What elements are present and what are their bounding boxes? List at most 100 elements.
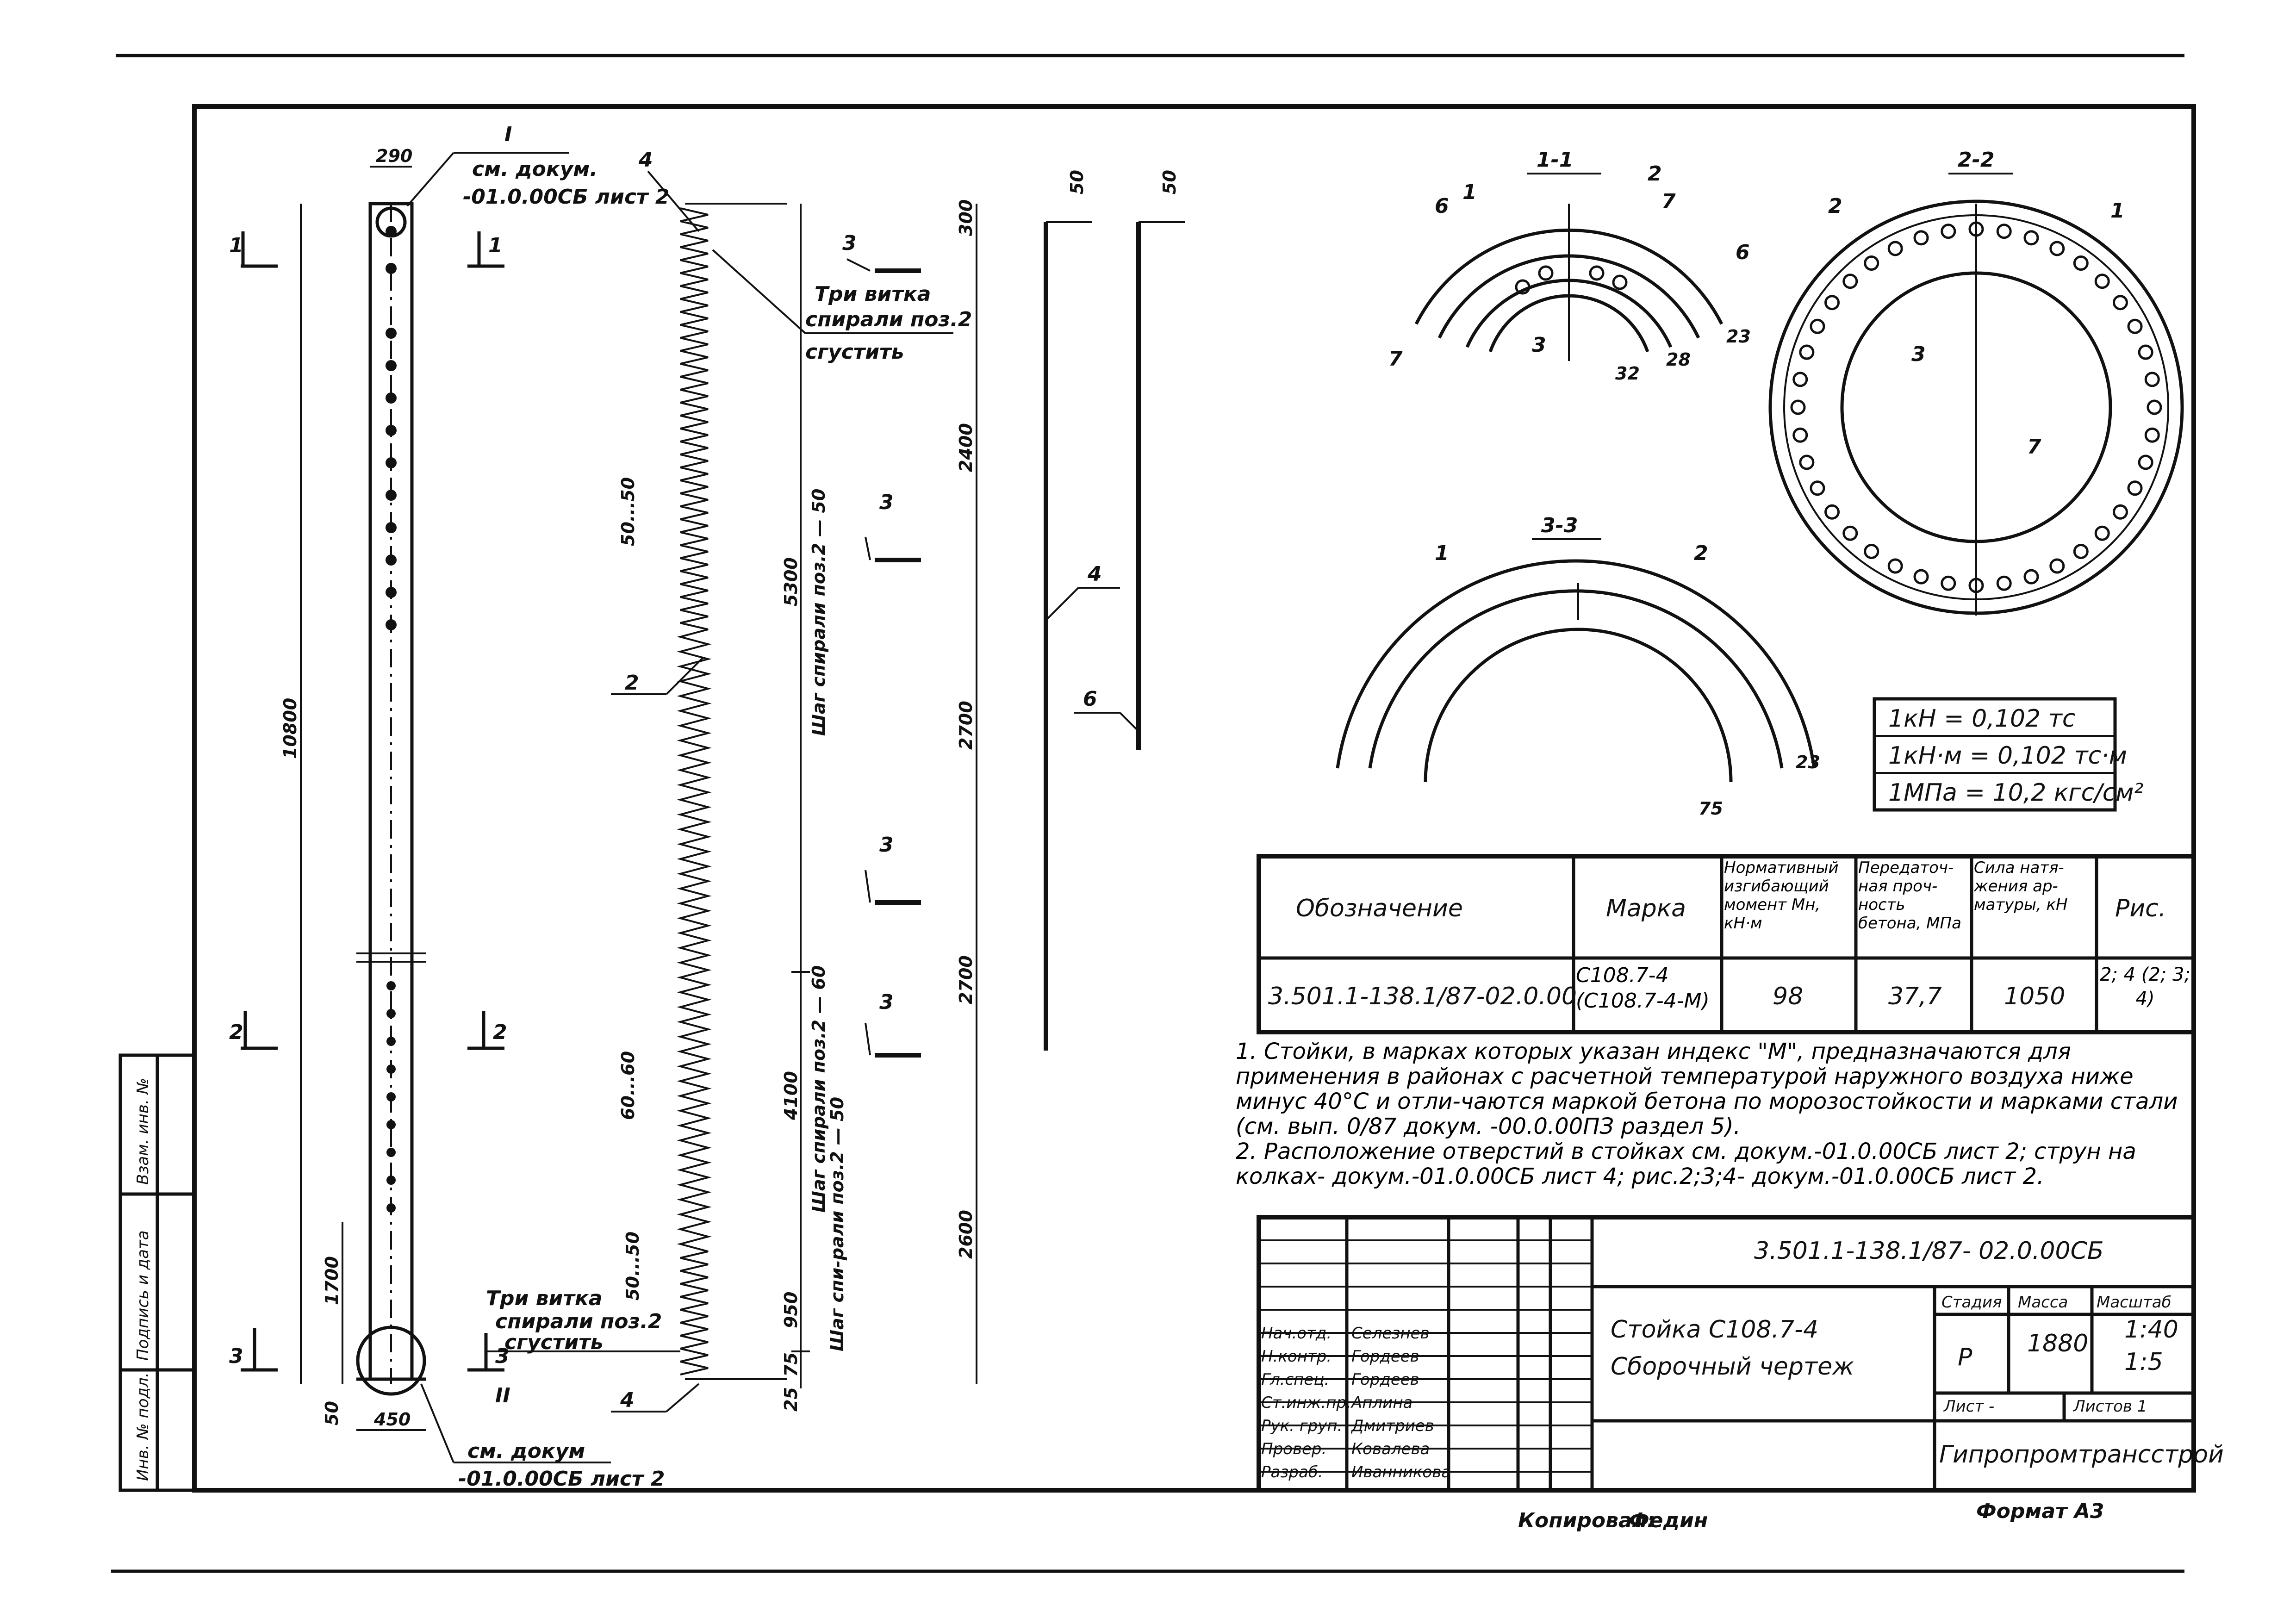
pos-2: 2 (625, 671, 639, 695)
title-block: 3.501.1-138.1/87- 02.0.00СБ Стойка С108.… (1257, 1215, 2224, 1493)
callout-bottom-line1: см. докум (467, 1439, 585, 1463)
callout-top-line2: -01.0.00СБ лист 2 (463, 185, 670, 209)
strand-dot (2112, 295, 2128, 311)
pitch-label-50b: 50...50 (622, 1232, 643, 1300)
tb-mass-hdr: Масса (2018, 1293, 2068, 1312)
strand-dot (2112, 504, 2128, 520)
note-bot-1: Три витка (486, 1287, 602, 1310)
tb-role-2: Гл.спец. (1261, 1370, 1329, 1389)
sec-mark-3-left: 3 (229, 1344, 243, 1368)
units-box: 1кН = 0,102 тс 1кН·м = 0,102 тс·м 1МПа =… (1873, 697, 2144, 812)
unit-mpa: 1МПа = 10,2 кгс/см² (1888, 779, 2144, 807)
dim-total-length: 10800 (280, 698, 300, 759)
th-tension: Сила натя-жения ар-матуры, кН (1974, 859, 2068, 914)
s11-dim-23: 23 (1726, 326, 1751, 347)
callout-top-line1: см. докум. (472, 157, 597, 181)
tb-role-5: Провер. (1261, 1440, 1326, 1458)
strand-dot (1968, 578, 1984, 593)
dim-4100: 4100 (781, 1071, 801, 1120)
strand-dot (2127, 480, 2143, 496)
th-strength: Передаточ-ная проч-ность бетона, МПа (1858, 859, 1961, 933)
strand-dot (1792, 372, 1808, 387)
td-tension: 1050 (2004, 983, 2065, 1010)
note-1: 1. Стойки, в марках которых указан индек… (1236, 1039, 2178, 1139)
strand-dot (2138, 344, 2153, 360)
s11-lbl-7a: 7 (1661, 190, 1676, 213)
td-moment: 98 (1773, 983, 1803, 1010)
tb-name-5: Ковалева (1351, 1440, 1430, 1458)
tb-sheets: Листов 1 (2072, 1397, 2147, 1416)
stamp-sign: Подпись и дата (134, 1230, 152, 1361)
td-fig: 2; 4 (2; 3; 4) (2100, 964, 2190, 1009)
strand-dot (1913, 230, 1929, 246)
section-1-1-title: 1-1 (1537, 148, 1574, 172)
side-stamp: Инв. № подл. Подпись и дата Взам. инв. № (118, 1053, 196, 1492)
s11-lbl-7b: 7 (1388, 347, 1403, 371)
tb-mass: 1880 (2027, 1330, 2088, 1357)
tb-name-1: Стойка С108.7-4 (1611, 1316, 1818, 1344)
dim-2600: 2600 (956, 1210, 976, 1259)
s11-lbl-3: 3 (1532, 333, 1546, 357)
note-top-1: Три витка (815, 282, 931, 306)
footer-format: Формат А3 (1976, 1500, 2104, 1523)
rods: 50 50 4 6 3 3 3 3 (842, 170, 1185, 1058)
strand-dot (1941, 224, 1956, 239)
s22-lbl-2: 2 (1828, 194, 1842, 218)
strand-dot (2094, 274, 2110, 289)
dim-2700a: 2700 (956, 701, 976, 750)
tb-org: Гипропромтрансстрой (1939, 1441, 2224, 1468)
tb-scale-2: 1:5 (2124, 1348, 2163, 1376)
strand-dot (1799, 344, 1815, 360)
note-top-2: спирали поз.2 (805, 308, 972, 331)
unit-kn: 1кН = 0,102 тс (1888, 705, 2076, 733)
tb-role-6: Разраб. (1261, 1463, 1323, 1481)
spiral-pitch-note-3: Шаг спи-рали поз.2 — 50 (827, 1097, 847, 1351)
section-1-1: 1-1 1 2 6 7 6 7 3 32 28 23 (1388, 148, 1751, 384)
rod-dim-50b: 50 (1159, 170, 1180, 194)
strand-dot (1913, 569, 1929, 585)
tb-role-3: Ст.инж.пр. (1261, 1394, 1351, 1412)
td-mark: С108.7-4 (С108.7-4-М) (1576, 964, 1710, 1013)
sec-mark-1-right: 1 (488, 234, 503, 257)
strand-dot (1792, 427, 1808, 443)
tb-role-1: Н.контр. (1261, 1347, 1332, 1366)
strand-dot (1810, 318, 1825, 334)
tb-doc-code: 3.501.1-138.1/87- 02.0.00СБ (1754, 1237, 2104, 1265)
tb-stage: Р (1958, 1344, 1972, 1371)
drawing-frame (192, 104, 2196, 1493)
strand-dot (2049, 241, 2065, 256)
strand-dot (2049, 558, 2065, 574)
tb-stage-hdr: Стадия (1941, 1293, 2002, 1312)
strand-dot (2073, 255, 2089, 271)
tb-role-0: Нач.отд. (1261, 1324, 1332, 1343)
tb-name-0: Селезнев (1351, 1324, 1430, 1343)
s11-lbl-6a: 6 (1435, 194, 1449, 218)
tb-name-6: Иванникова (1351, 1463, 1451, 1481)
strand-dot (1810, 480, 1825, 496)
strand-dot (1996, 575, 2012, 591)
section-3-3-title: 3-3 (1541, 514, 1578, 537)
s11-lbl-6b: 6 (1736, 241, 1750, 264)
s11-dim-28: 28 (1666, 349, 1691, 370)
tb-name-1b: Гордеев (1351, 1347, 1419, 1366)
strand-dot (1799, 454, 1815, 470)
strand-dot (2144, 427, 2160, 443)
callout-circle-bottom (356, 1325, 426, 1396)
column-elevation: 290 450 10800 1700 50 I см. докум. -01.0… (229, 123, 670, 1491)
spiral-elevation: 5300 4100 950 75 25 Шаг спирали поз.2 — … (486, 148, 977, 1412)
strand-dot (2094, 525, 2110, 541)
s22-lbl-7: 7 (2027, 435, 2041, 459)
s22-lbl-3: 3 (1911, 342, 1926, 366)
strand-dot (1887, 558, 1903, 574)
strand-dot (1996, 224, 2012, 239)
tb-name-3: Аплина (1350, 1394, 1412, 1412)
stamp-inv: Инв. № подл. (134, 1372, 152, 1481)
section-3-3: 3-3 1 2 75 23 (1336, 514, 1820, 819)
strand-dot (2144, 372, 2160, 387)
section-2-2: 2-2 2 1 3 7 (1768, 148, 2184, 616)
strand-dot (1941, 575, 1956, 591)
rod-pos-3d: 3 (879, 990, 894, 1014)
strand-dot (1887, 241, 1903, 256)
callout-bottom-line2: -01.0.00СБ лист 2 (458, 1467, 665, 1491)
spiral-pitch-note-1: Шаг спирали поз.2 — 50 (809, 489, 829, 736)
